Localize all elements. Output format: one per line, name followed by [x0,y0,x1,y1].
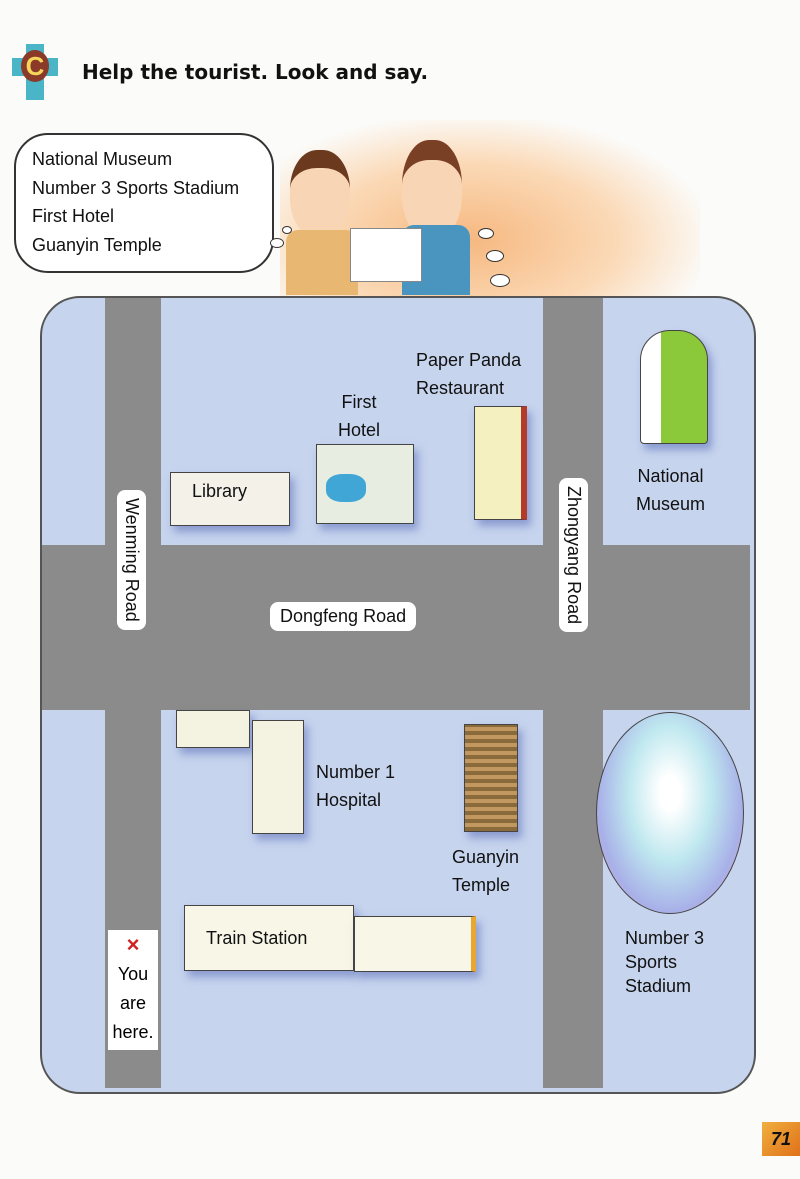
dongfeng-road-label: Dongfeng Road [270,602,417,631]
label-line: Stadium [625,976,692,996]
bubble-dot [490,274,510,287]
label-line: are [119,993,146,1013]
bubble-item: First Hotel [32,206,115,226]
wenming-road-label: Wenming Road [117,490,146,630]
hospital-building [176,710,250,748]
hotel-pool [326,474,366,502]
label-line: First [341,392,377,412]
label-line: Temple [452,875,511,895]
bubble-item: Number 3 Sports Stadium [32,177,240,198]
temple-label: Guanyin Temple [452,843,519,899]
girl-illustration [398,140,478,295]
bubble-item: Guanyin Temple [32,234,162,255]
label-line: Sports [625,952,678,972]
zhongyang-road-label: Zhongyang Road [559,478,588,633]
national-museum-label: National Museum [636,462,705,518]
stadium-building [596,712,744,914]
label-line: here. [112,1022,154,1042]
temple-building [464,724,518,832]
x-mark-icon: × [126,932,140,957]
restaurant-building [474,406,527,520]
label-line: Guanyin [452,847,520,867]
bubble-dot [282,226,292,234]
badge-letter: C [21,50,49,82]
hospital-label: Number 1 Hospital [316,758,395,814]
label-line: Number 1 [316,762,396,782]
section-badge: C [12,44,58,100]
boy-illustration [282,150,362,295]
thought-bubble: National Museum Number 3 Sports Stadium … [14,133,274,273]
library-building [170,472,290,526]
train-station-label: Train Station [206,928,308,948]
first-hotel-label: First Hotel [338,388,380,444]
label-line: Museum [636,494,706,514]
label-line: Hotel [338,420,381,440]
library-label: Library [192,481,248,501]
instruction-title: Help the tourist. Look and say. [82,60,429,84]
label-line: You [117,964,149,984]
label-line: Hospital [316,790,382,810]
bubble-dot [486,250,504,262]
paper-sheet [350,228,422,282]
bubble-item: National Museum [32,149,173,169]
label-line: Paper Panda [416,350,522,370]
page-number: 71 [762,1122,800,1156]
label-line: National [637,466,704,486]
national-museum-building [640,330,708,444]
bubble-dot [478,228,494,239]
stadium-label: Number 3 Sports Stadium [625,926,704,998]
train-station-building [184,905,354,971]
bubble-dot [270,238,284,248]
label-line: Restaurant [416,378,505,398]
you-are-here-marker: × You are here. [108,930,158,1050]
hospital-wing [252,720,304,834]
train-station-wing [354,916,476,972]
restaurant-label: Paper Panda Restaurant [416,346,521,402]
label-line: Number 3 [625,928,705,948]
